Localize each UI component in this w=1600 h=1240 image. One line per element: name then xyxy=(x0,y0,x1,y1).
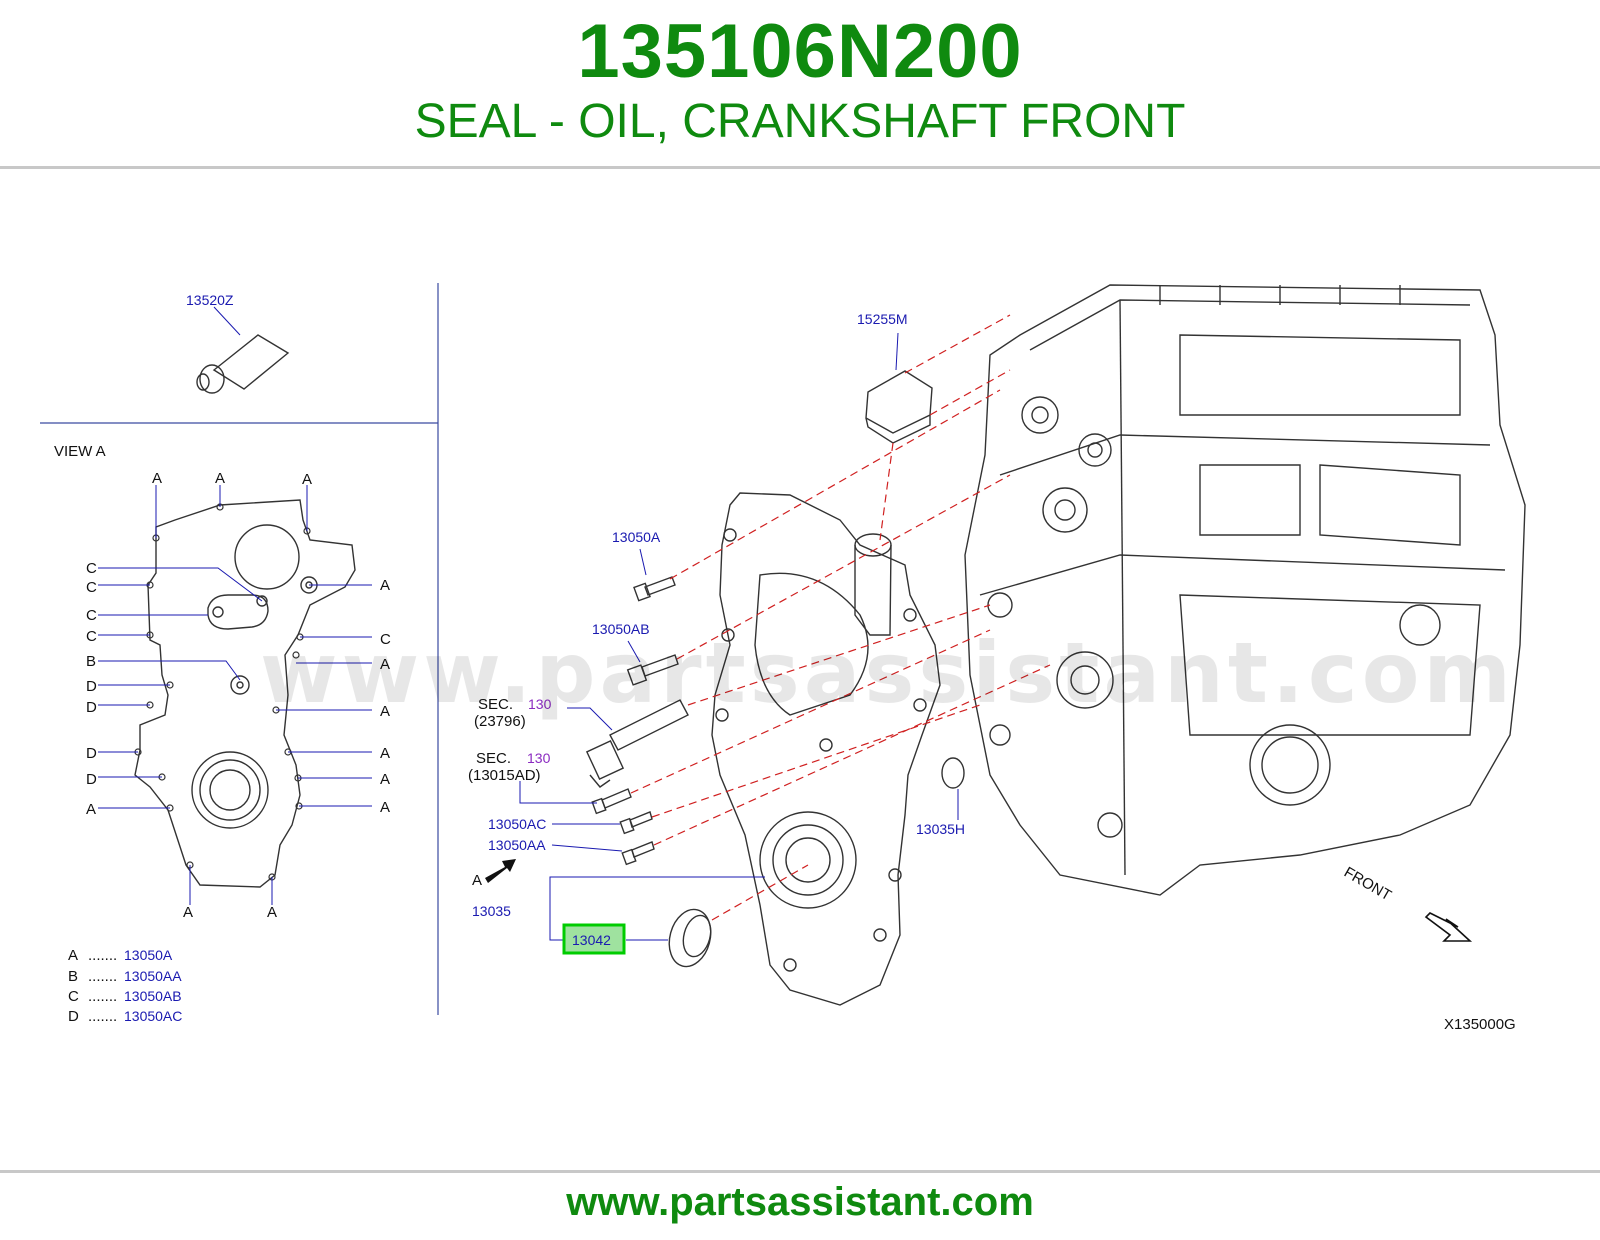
legend-dots: ....... xyxy=(88,947,117,964)
front-arrow-icon xyxy=(1424,912,1473,942)
label-13035: 13035 xyxy=(472,903,511,919)
highlight-box[interactable] xyxy=(562,923,626,955)
view-letter: A xyxy=(302,471,312,488)
legend-letter: A xyxy=(68,947,78,964)
label-13050aa: 13050AA xyxy=(488,837,546,853)
label-sec-1-ref: (23796) xyxy=(474,713,526,730)
watermark: www.partsassistant.com xyxy=(260,624,1515,722)
o-ring-icon xyxy=(941,757,965,820)
view-letter: C xyxy=(86,560,97,577)
part-number: 135106N200 xyxy=(577,9,1023,94)
engine-block-drawing xyxy=(964,284,1526,896)
bottom-divider xyxy=(0,1170,1600,1173)
legend-letter: B xyxy=(68,968,78,985)
label-sec-2: SEC. xyxy=(476,750,511,767)
legend-part: 13050AB xyxy=(124,988,182,1004)
sealant-tube-icon xyxy=(196,306,290,394)
label-13035h: 13035H xyxy=(916,821,965,837)
legend-part: 13050AA xyxy=(124,968,182,984)
view-letter: B xyxy=(86,653,96,670)
legend-part: 13050A xyxy=(124,947,173,963)
leader xyxy=(551,844,623,852)
label-13050ac: 13050AC xyxy=(488,816,546,832)
view-letter: C xyxy=(86,579,97,596)
view-letter: D xyxy=(86,699,97,716)
view-letter: A xyxy=(380,656,390,673)
legend-letter: D xyxy=(68,1008,79,1025)
header: 135106N200 SEAL - OIL, CRANKSHAFT FRONT xyxy=(0,0,1600,170)
view-letter: A xyxy=(380,771,390,788)
label-sec-1-number: 130 xyxy=(528,696,552,712)
view-letter: C xyxy=(380,631,391,648)
leader xyxy=(627,640,641,663)
view-letter: A xyxy=(152,470,162,487)
leader xyxy=(639,548,647,576)
label-sec-1: SEC. xyxy=(478,696,513,713)
assembly-lines xyxy=(630,314,1051,921)
view-letter: A xyxy=(183,904,193,921)
view-title: VIEW A xyxy=(54,443,106,460)
view-letter: D xyxy=(86,771,97,788)
view-letter: C xyxy=(86,628,97,645)
top-divider xyxy=(0,166,1600,169)
footer-url[interactable]: www.partsassistant.com xyxy=(566,1180,1034,1224)
view-letter: A xyxy=(267,904,277,921)
view-letter: A xyxy=(380,703,390,720)
timing-cover-drawing xyxy=(711,492,941,1006)
legend-dots: ....... xyxy=(88,1008,117,1025)
legend-dots: ....... xyxy=(88,988,117,1005)
label-13050a: 13050A xyxy=(612,529,661,545)
leader xyxy=(549,914,565,941)
label-13520z: 13520Z xyxy=(186,292,234,308)
leader xyxy=(549,876,765,914)
sensor-icon xyxy=(585,699,689,788)
view-arrow-icon xyxy=(485,859,516,883)
oil-filler-cap-icon xyxy=(865,332,933,444)
arrow-a-label: A xyxy=(472,872,482,889)
oil-seal-icon xyxy=(668,908,712,968)
legend-letter: C xyxy=(68,988,79,1005)
part-name: SEAL - OIL, CRANKSHAFT FRONT xyxy=(414,95,1186,148)
label-13042[interactable]: 13042 xyxy=(572,932,611,948)
label-sec-2-number: 130 xyxy=(527,750,551,766)
front-label: FRONT xyxy=(1341,864,1394,905)
bolt-13050ab-icon xyxy=(626,654,679,686)
legend: A ....... 13050A B ....... 13050AA C ...… xyxy=(68,947,182,1025)
label-sec-2-ref: (13015AD) xyxy=(468,767,541,784)
legend-part: 13050AC xyxy=(124,1008,182,1024)
bolt-13050a-icon xyxy=(633,576,676,602)
legend-dots: ....... xyxy=(88,968,117,985)
view-a-leader-lines xyxy=(98,485,372,905)
view-letter: D xyxy=(86,678,97,695)
view-letter: A xyxy=(380,577,390,594)
view-letter: D xyxy=(86,745,97,762)
view-letter: A xyxy=(380,799,390,816)
diagram-code: X135000G xyxy=(1444,1016,1516,1033)
view-letter: A xyxy=(86,801,96,818)
parts-diagram: 13520Z VIEW A xyxy=(40,283,1526,1033)
view-letter: A xyxy=(380,745,390,762)
view-letter: A xyxy=(215,470,225,487)
leader xyxy=(567,707,613,731)
label-13050ab: 13050AB xyxy=(592,621,650,637)
bolt-small-icon xyxy=(591,788,655,866)
view-letter: C xyxy=(86,607,97,624)
view-a-letters: A A A C C C C B D D D D A A C A A A A A … xyxy=(86,470,391,921)
leader xyxy=(519,781,597,804)
label-15255m: 15255M xyxy=(857,311,908,327)
